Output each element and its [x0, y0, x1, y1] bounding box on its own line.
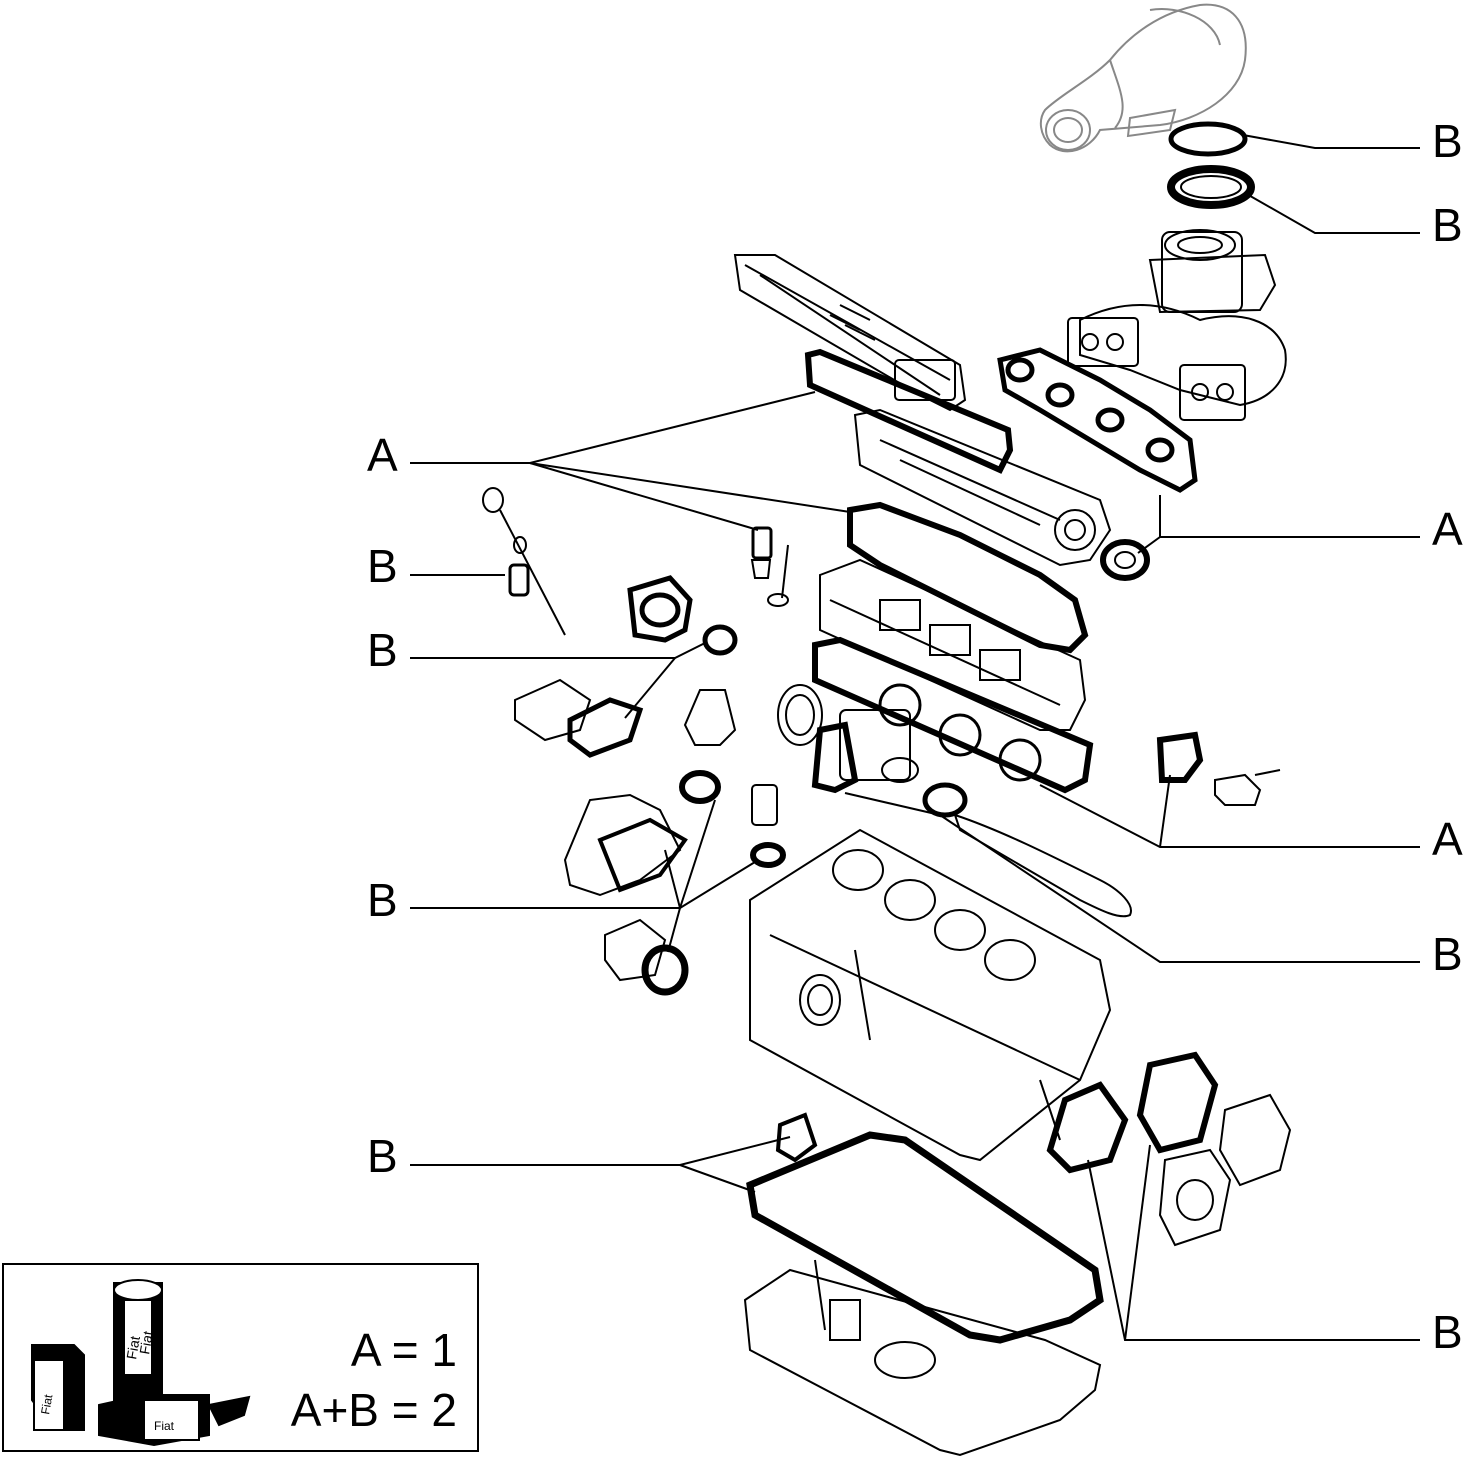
- rear-main-seal-cover: [1158, 1148, 1232, 1247]
- callout-b-left-1: B: [367, 540, 398, 592]
- callout-b-top-2: B: [1432, 199, 1463, 251]
- kit-box-right: Fiat: [98, 1394, 251, 1447]
- oil-pickup-gasket: [775, 1112, 818, 1163]
- callout-b-right-bottom: B: [1432, 1306, 1463, 1358]
- gasket-kit-icon: Fiat Fiat Fiat Fiat: [31, 1279, 251, 1447]
- camshaft-carrier: [853, 408, 1112, 567]
- o-ring-large: [1167, 165, 1255, 209]
- kit-box-left: Fiat: [31, 1344, 85, 1431]
- o-ring-small: [1168, 121, 1248, 157]
- can-label-1: Fiat: [123, 1335, 143, 1361]
- legend-box: Fiat Fiat Fiat Fiat A = 1 A+B = 2: [2, 1263, 479, 1452]
- dipstick-seal: [508, 563, 530, 597]
- box-label-2: Fiat: [154, 1419, 175, 1433]
- oil-dipstick: [482, 487, 566, 636]
- oil-seal-small: [702, 624, 738, 656]
- front-crank-seal: [641, 944, 689, 996]
- oil-pan: [743, 1259, 1102, 1457]
- throttle-body-intake-manifold: [1067, 229, 1287, 421]
- thermostat-housing: [1214, 769, 1281, 806]
- oil-filter-mount: [751, 784, 778, 826]
- callout-b-left-4: B: [367, 1130, 398, 1182]
- engine-block: [749, 828, 1112, 1162]
- box-label-1: Fiat: [38, 1393, 55, 1416]
- callout-a-right-top: A: [1432, 503, 1463, 555]
- water-pump-gasket: [811, 721, 859, 794]
- callout-a-left: A: [367, 429, 398, 481]
- oil-pressure-switch: [683, 689, 737, 746]
- cover-plate-gasket-left: [567, 697, 644, 758]
- cover-plate-left: [514, 678, 592, 742]
- cylinder-head-upper-gasket: [847, 501, 1089, 654]
- valve-stem-seal: [750, 526, 773, 579]
- head-gasket: [812, 636, 1094, 794]
- legend-line-1: A = 1: [350, 1324, 457, 1376]
- can-label-2: Fiat: [136, 1330, 156, 1356]
- cylinder-head: [819, 558, 1087, 731]
- leader-lines: [410, 134, 1420, 1341]
- callout-b-right-mid: B: [1432, 928, 1463, 980]
- valve-cover: [733, 254, 967, 412]
- callout-a-right-mid: A: [1432, 813, 1463, 865]
- oil-pan-gasket: [746, 1131, 1104, 1344]
- timing-cover: [563, 793, 682, 897]
- legend-line-2: A+B = 2: [290, 1384, 457, 1436]
- valve: [767, 544, 789, 607]
- exhaust-port-seal: [1100, 539, 1150, 581]
- front-seal-housing: [604, 918, 667, 982]
- callout-b-top-1: B: [1432, 115, 1463, 167]
- seal-ring-2: [750, 842, 786, 868]
- rear-cover-plate: [1218, 1093, 1292, 1187]
- coolant-pipe: [953, 813, 1132, 918]
- water-pump: [777, 684, 919, 783]
- valve-cover-gasket: [804, 348, 1014, 474]
- air-intake-housing: [1039, 3, 1247, 153]
- rear-seal-gasket: [1046, 1081, 1129, 1174]
- thermostat-housing-gasket: [1156, 731, 1204, 783]
- seal-ring-1: [679, 770, 721, 804]
- cover-gasket-left: [627, 575, 693, 643]
- rear-cover-gasket: [1136, 1051, 1219, 1154]
- exhaust-manifold-gasket: [997, 347, 1198, 493]
- callout-b-left-2: B: [367, 624, 398, 676]
- coolant-pipe-gasket: [922, 782, 968, 818]
- callout-b-left-3: B: [367, 874, 398, 926]
- timing-cover-gasket: [597, 817, 688, 893]
